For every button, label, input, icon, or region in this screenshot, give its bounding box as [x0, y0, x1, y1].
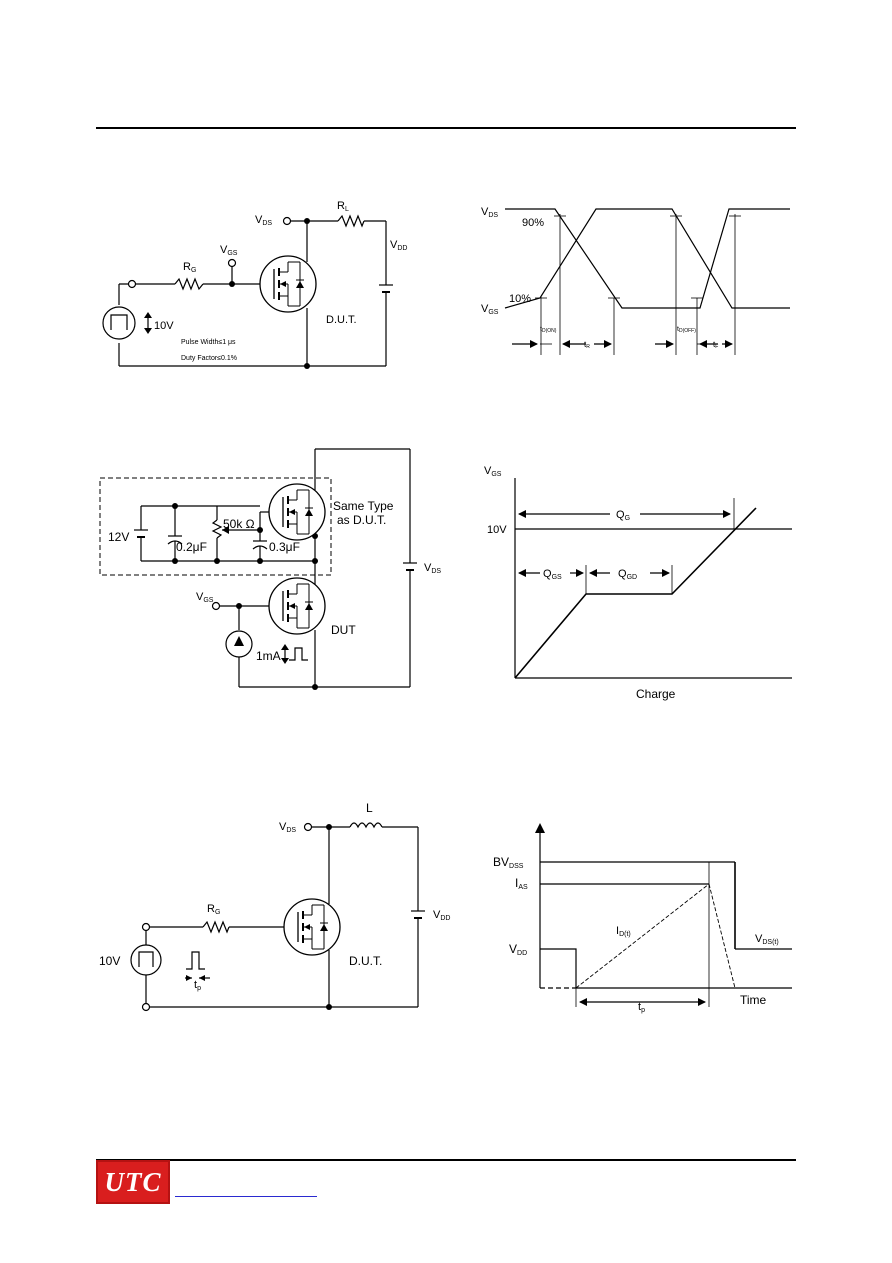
- sw-vgs-label: VGS: [220, 244, 238, 257]
- switching-test-circuit: [102, 214, 393, 367]
- switching-waveform: [504, 208, 790, 355]
- gate-charge-dots: [172, 503, 318, 690]
- dut-mosfet-3: [283, 898, 341, 956]
- avw-time-label: Time: [740, 993, 767, 1007]
- avalanche-test-circuit: [130, 822, 425, 1008]
- gc-vds-label: VDS: [424, 562, 441, 575]
- gc-02uf-label: 0.2μF: [176, 540, 207, 554]
- gc-dut-label: DUT: [331, 623, 356, 637]
- sw-pulse-amp: 10V: [154, 320, 174, 332]
- sw-dut-label: D.U.T.: [326, 314, 357, 326]
- utc-logo: UTC: [96, 1160, 170, 1204]
- av-dut-label: D.U.T.: [349, 954, 382, 968]
- wf-tf-label: tF: [713, 340, 718, 350]
- sw-vds-label: VDS: [255, 214, 272, 227]
- gc-50k-label: 50k Ω: [223, 517, 255, 531]
- gc-same-type-2: as D.U.T.: [337, 513, 386, 527]
- switching-circuit-dots: [127, 216, 310, 369]
- av-10v-label: 10V: [99, 954, 120, 968]
- avw-tp-label: tp: [638, 1001, 645, 1014]
- sw-duty-factor: Duty Factor≤0.1%: [181, 355, 237, 362]
- wf-tdoff-label: tD(OFF): [677, 326, 696, 334]
- av-rg-label: RG: [207, 903, 220, 916]
- gc-1ma-label: 1mA: [256, 649, 281, 663]
- sw-vdd-label: VDD: [390, 239, 407, 252]
- avw-bvdss-label: BVDSS: [493, 855, 524, 870]
- dut-mosfet-1: [259, 255, 317, 313]
- wf-tr-label: tR: [584, 340, 590, 350]
- gate-charge-waveform: [514, 478, 792, 679]
- footer-rule: [96, 1159, 796, 1161]
- gc-same-type-1: Same Type: [333, 499, 394, 513]
- header-rule: [96, 127, 796, 129]
- wf-vgs-label: VGS: [481, 303, 499, 316]
- avalanche-waveform: [535, 823, 792, 1007]
- gcw-qgd-label: QGD: [618, 568, 637, 581]
- wf-vds-label: VDS: [481, 206, 498, 219]
- avw-ias-label: IAS: [515, 876, 528, 891]
- gcw-qg-label: QG: [616, 509, 630, 522]
- avalanche-circuit-dots: [141, 822, 332, 1012]
- gate-charge-test-circuit: [99, 448, 417, 688]
- av-vds-label: VDS: [279, 821, 296, 834]
- website-link-underline[interactable]: [175, 1196, 317, 1197]
- av-tp-label: tp: [194, 979, 201, 992]
- sw-pulse-width: Pulse Width≤1 μs: [181, 339, 236, 346]
- gcw-10v-label: 10V: [487, 524, 507, 536]
- sw-rl-label: RL: [337, 200, 349, 213]
- gcw-vgs-label: VGS: [484, 465, 502, 478]
- gcw-charge-label: Charge: [636, 687, 676, 701]
- avw-vdst-label: VDS(t): [755, 933, 779, 946]
- sw-rg-label: RG: [183, 261, 196, 274]
- gc-03uf-label: 0.3μF: [269, 540, 300, 554]
- gc-vgs-label: VGS: [196, 591, 214, 604]
- same-type-mosfet: [268, 483, 326, 541]
- avw-idt-label: ID(t): [616, 925, 631, 938]
- gc-12v-label: 12V: [108, 530, 129, 544]
- wf-90-label: 90%: [522, 217, 544, 229]
- avw-vdd-label: VDD: [509, 942, 527, 957]
- dut-mosfet-2: [268, 577, 326, 635]
- av-l-label: L: [366, 801, 373, 815]
- wf-tdon-label: tD(ON): [540, 326, 557, 334]
- av-vdd-label: VDD: [433, 909, 450, 922]
- wf-10-label: 10%: [509, 293, 531, 305]
- gcw-qgs-label: QGS: [543, 568, 562, 581]
